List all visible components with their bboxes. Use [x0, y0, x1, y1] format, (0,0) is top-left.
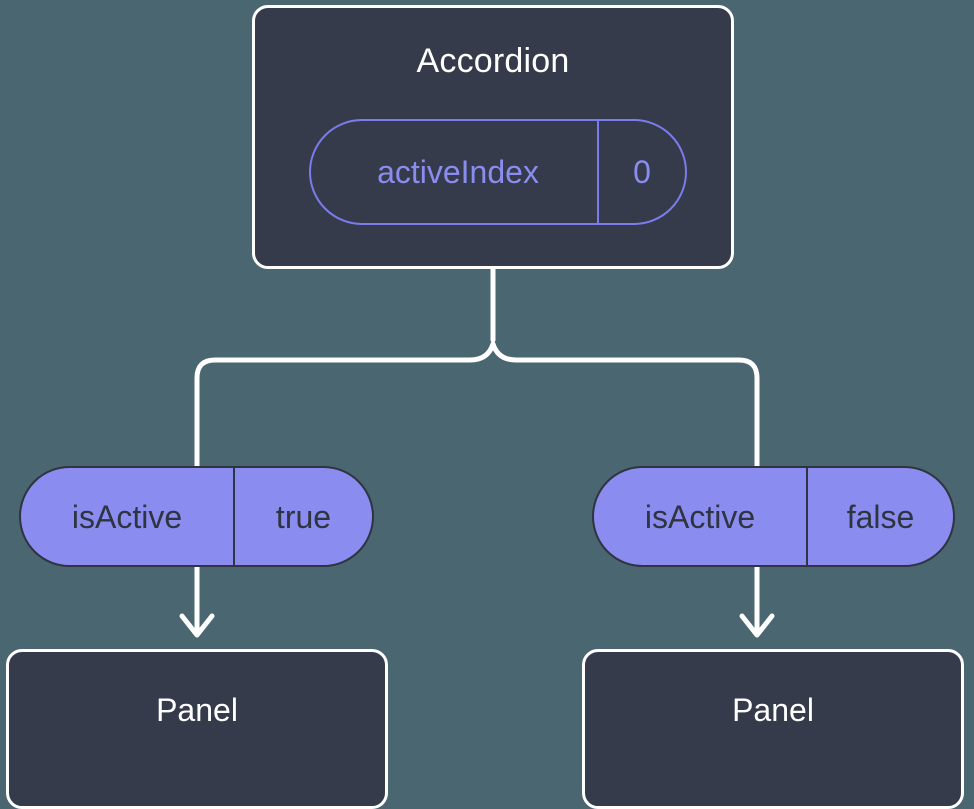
- arrow-head-right: [739, 613, 775, 638]
- prop-pill-key-left: isActive: [71, 498, 183, 535]
- panel-card-title-left: Panel: [156, 692, 238, 728]
- state-pill-active-index[interactable]: activeIndex 0: [309, 119, 687, 225]
- state-pill-value: 0: [597, 121, 685, 223]
- prop-pill-key-right: isActive: [644, 498, 756, 535]
- arrow-head-left: [179, 613, 215, 638]
- panel-card-title-right: Panel: [732, 692, 814, 728]
- panel-component-card-left[interactable]: Panel: [6, 649, 388, 809]
- prop-pill-value-left: true: [233, 468, 372, 565]
- prop-pill-value-right: false: [806, 468, 953, 565]
- prop-pill-is-active-true[interactable]: isActive true: [19, 466, 374, 567]
- panel-component-card-right[interactable]: Panel: [582, 649, 964, 809]
- accordion-component-card[interactable]: Accordion activeIndex 0: [252, 5, 734, 269]
- state-pill-key: activeIndex: [377, 154, 539, 190]
- component-state-diagram: Accordion activeIndex 0 isActive true Pa…: [6, 5, 964, 809]
- accordion-card-title: Accordion: [416, 42, 570, 80]
- prop-pill-is-active-false[interactable]: isActive false: [592, 466, 955, 567]
